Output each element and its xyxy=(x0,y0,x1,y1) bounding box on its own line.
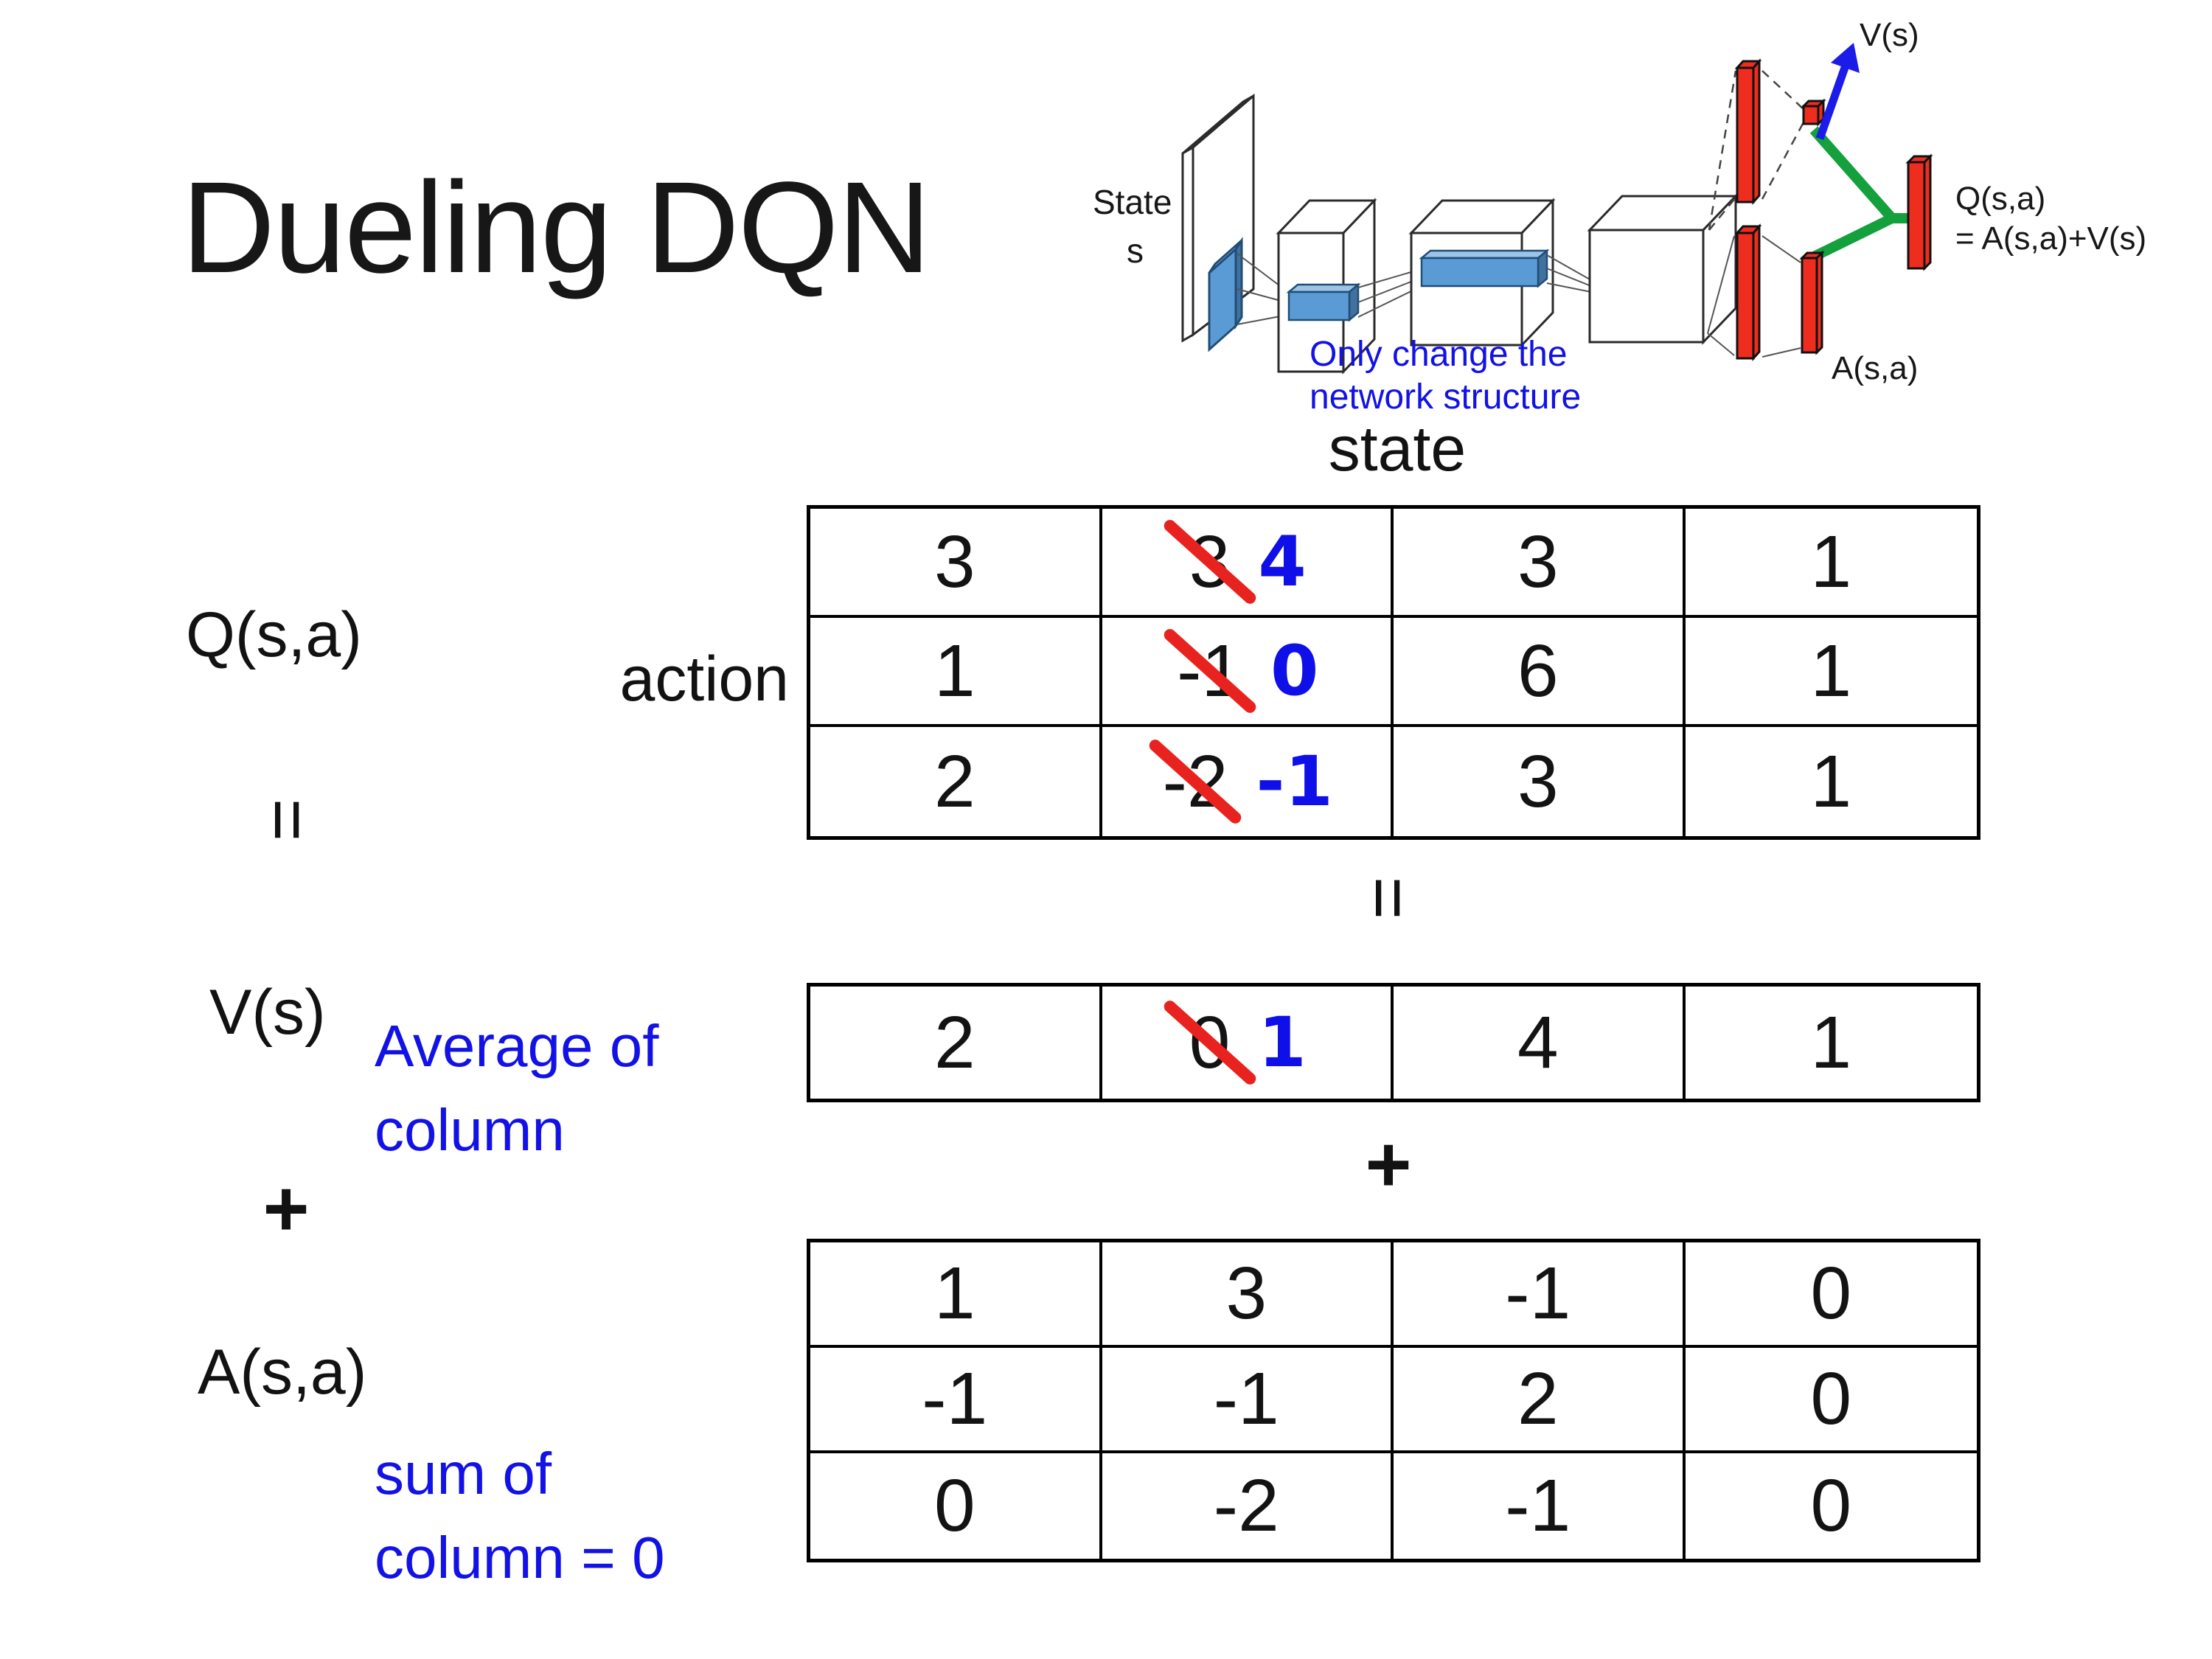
a-matrix-label: A(s,a) xyxy=(198,1337,367,1408)
v-new-value: 1 xyxy=(1258,1002,1307,1083)
diagram-a-output-label: A(s,a) xyxy=(1832,350,1918,386)
action-axis-label: action xyxy=(619,644,790,714)
a-cell-r1c1: -1 xyxy=(1102,1348,1394,1453)
a-cell-r0c1: 3 xyxy=(1102,1242,1394,1348)
a-cell-r0c2: -1 xyxy=(1394,1242,1686,1348)
q-cell-r0c3: 1 xyxy=(1685,509,1977,618)
a-cell-r0c3: 0 xyxy=(1685,1242,1977,1348)
v-matrix-label: V(s) xyxy=(209,977,326,1048)
q-table: 3 3 4 3 1 1 -1 0 6 1 2 -2 -1 3 1 xyxy=(807,505,1980,840)
a-cell-r1c0: -1 xyxy=(810,1348,1102,1453)
q-cell-r1c0: 1 xyxy=(810,618,1102,727)
q-cell-r0c1-corrected: 3 4 xyxy=(1102,509,1394,618)
a-cell-r0c0: 1 xyxy=(810,1242,1102,1348)
conv-filter-icon xyxy=(1208,237,1243,352)
q-old-value-struck: -1 xyxy=(1174,629,1245,714)
q-cell-r0c2: 3 xyxy=(1394,509,1686,618)
q-old-value-struck: 3 xyxy=(1186,520,1234,605)
diagram-state-s-label: s xyxy=(1127,232,1144,270)
a-cell-r2c3: 0 xyxy=(1810,1464,1852,1547)
v-output-arrow xyxy=(1815,43,1860,140)
fc-box xyxy=(1587,193,1739,345)
plus-sign-center: + xyxy=(1365,1119,1412,1208)
v-cell-c2: 4 xyxy=(1394,987,1686,1099)
diagram-v-output-label: V(s) xyxy=(1860,17,1919,53)
state-axis-label: state xyxy=(1328,414,1467,484)
fc-red-bars xyxy=(1734,58,1933,361)
plus-sign-left: + xyxy=(262,1163,310,1253)
q-cell-r2c1-corrected: -2 -1 xyxy=(1102,727,1394,836)
equals-rotated-left: = xyxy=(246,798,330,842)
q-cell-r2c2: 3 xyxy=(1394,727,1686,836)
q-cell-r2c3: 1 xyxy=(1810,740,1852,823)
diagram-note-line1: Only change the xyxy=(1310,335,1568,374)
dueling-network-diagram: State s V(s) Q(s,a) = A(s,a)+V(s) A(s,a)… xyxy=(1093,17,2146,417)
fan-lines-3 xyxy=(1546,254,1592,293)
q-cell-r2c0: 2 xyxy=(810,727,1102,836)
value-stream-dashed-lines xyxy=(1708,70,1805,231)
q-matrix-label: Q(s,a) xyxy=(186,599,362,670)
q-cell-r1c3: 1 xyxy=(1685,618,1977,727)
sum-note-line2: column = 0 xyxy=(375,1524,665,1590)
a-cell-r2c2: -1 xyxy=(1394,1453,1686,1559)
a-cell-r1c2: 2 xyxy=(1394,1348,1686,1453)
diagram-state-label: State xyxy=(1093,183,1172,221)
v-cell-c3: 1 xyxy=(1810,1001,1852,1084)
q-new-value: 0 xyxy=(1270,630,1319,712)
diagram-q-output-label: Q(s,a) xyxy=(1955,181,2045,217)
q-old-value-struck: -2 xyxy=(1160,740,1231,824)
v-old-value-struck: 0 xyxy=(1186,1001,1234,1085)
q-new-value: 4 xyxy=(1258,521,1307,602)
equals-rotated-center: = xyxy=(1347,876,1430,920)
q-cell-r1c2: 6 xyxy=(1394,618,1686,727)
v-cell-c0: 2 xyxy=(810,987,1102,1099)
a-cell-r1c3: 0 xyxy=(1685,1348,1977,1453)
average-of-column-note: Average of column xyxy=(375,1004,658,1172)
average-note-line2: column xyxy=(375,1096,565,1163)
v-table: 2 0 1 4 1 xyxy=(807,983,1980,1102)
diagram-note-line2: network structure xyxy=(1310,378,1581,417)
a-table: 1 3 -1 0 -1 -1 2 0 0 -2 -1 0 xyxy=(807,1239,1980,1562)
feature-bar-small xyxy=(1286,282,1361,322)
aggregation-connector xyxy=(1805,126,1910,265)
a-cell-r2c1: -2 xyxy=(1102,1453,1394,1559)
a-cell-r2c0: 0 xyxy=(810,1453,1102,1559)
sum-of-column-note: sum of column = 0 xyxy=(375,1432,665,1599)
q-new-value: -1 xyxy=(1256,741,1333,822)
q-cell-r1c1-corrected: -1 0 xyxy=(1102,618,1394,727)
sum-note-line1: sum of xyxy=(375,1441,552,1506)
fan-lines-2 xyxy=(1357,269,1419,318)
q-cell-r0c0: 3 xyxy=(810,509,1102,618)
feature-bar-long xyxy=(1419,248,1550,288)
average-note-line1: Average of xyxy=(375,1013,659,1079)
slide-title: Dueling DQN xyxy=(181,156,931,300)
diagram-q-formula-label: = A(s,a)+V(s) xyxy=(1955,220,2146,257)
v-cell-c1-corrected: 0 1 xyxy=(1102,987,1394,1099)
advantage-stream-lines xyxy=(1707,235,1801,358)
